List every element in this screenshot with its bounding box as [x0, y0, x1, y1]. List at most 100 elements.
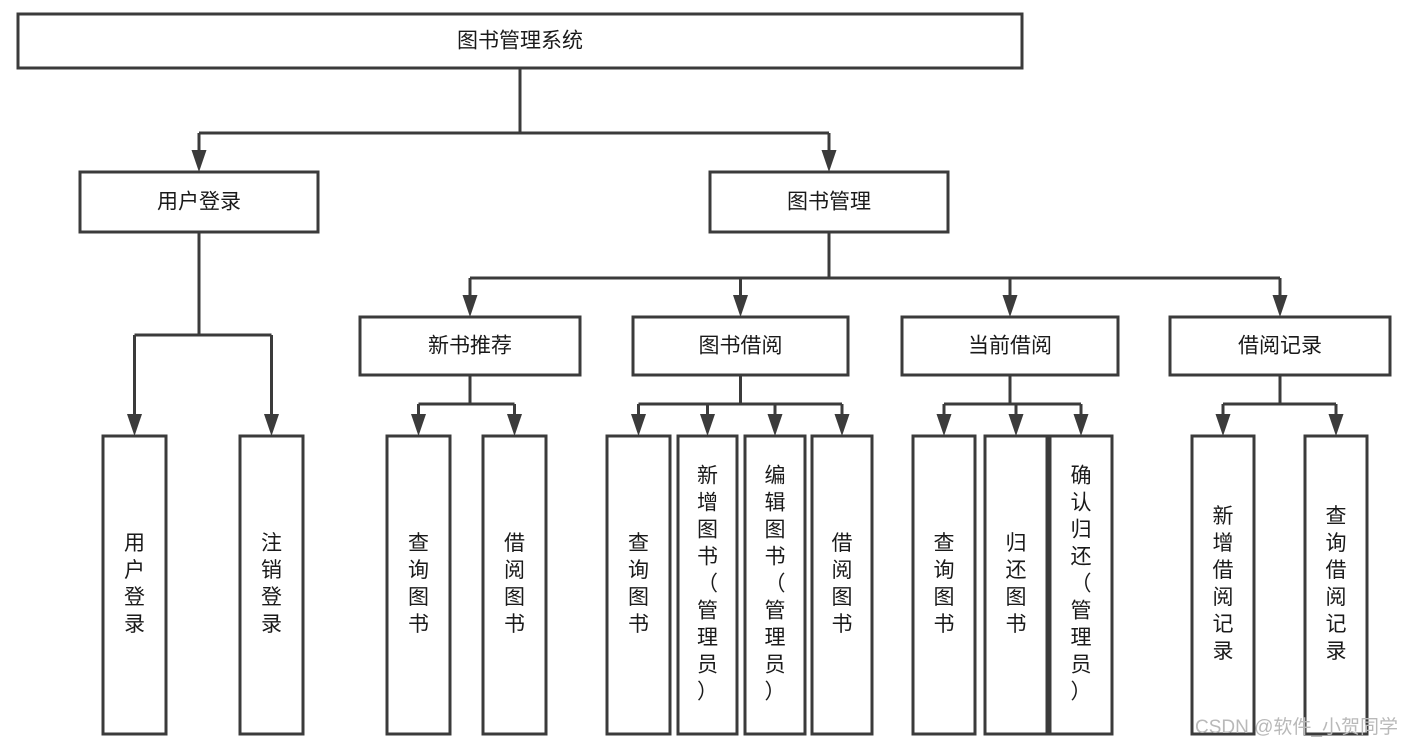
level2-node-user-login[interactable]: 用户登录: [78, 170, 320, 234]
leaf-node-leaf-user-login-label-char: 登: [124, 586, 145, 609]
leaf-node-leaf-query-book-cur-label-char: 查: [934, 532, 955, 555]
level3-node-current-borrow[interactable]: 当前借阅: [900, 315, 1120, 377]
leaf-node-leaf-logout-label-char: 销: [261, 559, 282, 582]
leaf-node-leaf-query-book-label-char: 查: [628, 532, 649, 555]
level3-node-book-borrow-box[interactable]: [631, 315, 850, 377]
leaf-node-leaf-logout-box[interactable]: [238, 434, 305, 736]
edge-book-manage-branch-3-arrowhead: [1272, 295, 1288, 317]
leaf-node-leaf-add-book-label-char: 书: [697, 546, 718, 569]
leaf-node-leaf-query-book-rec-label-char: 询: [408, 559, 429, 582]
leaf-node-leaf-edit-book-label-char: 理: [765, 627, 786, 650]
leaf-node-leaf-edit-book-label-char: 编: [765, 465, 786, 488]
root-node-book-management-system-label: 图书管理系统: [457, 30, 583, 53]
leaf-node-leaf-user-login-box[interactable]: [101, 434, 168, 736]
leaf-node-leaf-query-book-cur-label-char: 书: [934, 613, 955, 636]
edge-root-branch-1-arrowhead: [821, 150, 837, 172]
edge-book-borrow-branch-0-arrowhead: [631, 414, 646, 436]
leaf-node-leaf-user-login-label-char: 户: [124, 559, 145, 582]
leaf-node-leaf-query-book-rec-label-char: 图: [408, 586, 429, 609]
leaf-node-leaf-add-book-label-char: （: [697, 573, 718, 596]
leaf-node-leaf-add-book-label-char: 员: [697, 654, 718, 677]
level3-node-new-book-recommend-label: 新书推荐: [428, 335, 512, 358]
node-layer: 图书管理系统用户登录图书管理新书推荐图书借阅当前借阅借阅记录用户登录注销登录查询…: [16, 12, 1392, 736]
edge-book-manage-branch-2-arrowhead: [1002, 295, 1018, 317]
leaf-node-leaf-return-book-label-char: 归: [1006, 532, 1027, 555]
level2-node-user-login-box[interactable]: [78, 170, 320, 234]
leaf-node-leaf-borrow-book-rec-label-char: 阅: [504, 559, 525, 582]
edge-new-book-recommend-branch-0-arrowhead: [411, 414, 426, 436]
level3-node-borrow-record[interactable]: 借阅记录: [1168, 315, 1392, 377]
edge-layer: [127, 68, 1344, 436]
leaf-node-leaf-add-record-label-char: 记: [1213, 613, 1234, 636]
leaf-node-leaf-add-record-box[interactable]: [1190, 434, 1256, 736]
leaf-node-leaf-query-record-label-char: 借: [1326, 559, 1347, 582]
leaf-node-leaf-confirm-return-label-char: 确: [1071, 465, 1092, 488]
level2-node-user-login-label: 用户登录: [157, 191, 241, 214]
leaf-node-leaf-return-book-label-char: 图: [1006, 586, 1027, 609]
leaf-node-leaf-add-book-label-char: 增: [697, 492, 718, 515]
edge-borrow-record-branch-0-arrowhead: [1215, 414, 1231, 436]
level2-node-book-manage[interactable]: 图书管理: [708, 170, 950, 234]
leaf-node-leaf-edit-book-label-char: 图: [765, 519, 786, 542]
edge-current-borrow-branch-0-arrowhead: [936, 414, 952, 436]
level3-node-new-book-recommend-box[interactable]: [358, 315, 582, 377]
leaf-node-leaf-add-record-label-char: 录: [1213, 640, 1234, 663]
leaf-node-leaf-add-record-label-char: 阅: [1213, 586, 1234, 609]
leaf-node-leaf-return-book-box[interactable]: [983, 434, 1049, 736]
leaf-node-leaf-query-book-box[interactable]: [605, 434, 672, 736]
leaf-node-leaf-borrow-book-rec-label-char: 借: [504, 532, 525, 555]
leaf-node-leaf-edit-book-box[interactable]: [743, 434, 807, 736]
leaf-node-leaf-borrow-book-box[interactable]: [810, 434, 874, 736]
leaf-node-leaf-add-book-box[interactable]: [676, 434, 739, 736]
leaf-node-leaf-query-record-label-char: 记: [1326, 613, 1347, 636]
leaf-node-leaf-borrow-book-rec-box[interactable]: [481, 434, 548, 736]
leaf-node-leaf-borrow-book-label-char: 书: [832, 613, 853, 636]
edge-user-login-branch-1-arrowhead: [264, 414, 279, 436]
leaf-node-leaf-query-record-label-char: 询: [1326, 532, 1347, 555]
level3-node-book-borrow[interactable]: 图书借阅: [631, 315, 850, 377]
leaf-node-leaf-borrow-book-rec-label-char: 书: [504, 613, 525, 636]
level3-node-current-borrow-label: 当前借阅: [968, 335, 1052, 358]
leaf-node-leaf-query-book-label-char: 询: [628, 559, 649, 582]
root-node-book-management-system[interactable]: 图书管理系统: [16, 12, 1024, 70]
leaf-node-leaf-user-login-label-char: 录: [124, 613, 145, 636]
leaf-node-leaf-query-book-label-char: 图: [628, 586, 649, 609]
leaf-node-leaf-logout-label-char: 登: [261, 586, 282, 609]
level3-node-borrow-record-label: 借阅记录: [1238, 335, 1322, 358]
level3-node-borrow-record-box[interactable]: [1168, 315, 1392, 377]
leaf-node-leaf-confirm-return-label-char: 还: [1071, 546, 1092, 569]
leaf-node-leaf-add-book-label-char: 图: [697, 519, 718, 542]
leaf-node-leaf-user-login[interactable]: 用户登录: [101, 434, 168, 736]
edge-current-borrow-branch-2-arrowhead: [1073, 414, 1089, 436]
edge-book-manage-branch-0-arrowhead: [462, 295, 478, 317]
leaf-node-leaf-query-book-rec-box[interactable]: [385, 434, 452, 736]
edge-book-manage-branch-1-arrowhead: [733, 295, 748, 317]
leaf-node-leaf-add-book-label-char: 管: [697, 600, 718, 623]
leaf-node-leaf-query-record-box[interactable]: [1303, 434, 1369, 736]
edge-borrow-record-branch-1-arrowhead: [1328, 414, 1344, 436]
level2-node-book-manage-box[interactable]: [708, 170, 950, 234]
leaf-node-leaf-borrow-book-label-char: 图: [832, 586, 853, 609]
leaf-node-leaf-confirm-return-box[interactable]: [1048, 434, 1114, 736]
level3-node-new-book-recommend[interactable]: 新书推荐: [358, 315, 582, 377]
leaf-node-leaf-query-book-cur-box[interactable]: [911, 434, 977, 736]
level3-node-current-borrow-box[interactable]: [900, 315, 1120, 377]
root-node-book-management-system-box[interactable]: [16, 12, 1024, 70]
edge-new-book-recommend-branch-1-arrowhead: [507, 414, 522, 436]
leaf-node-leaf-edit-book-label-char: 书: [765, 546, 786, 569]
leaf-node-leaf-logout-label-char: 注: [261, 532, 282, 555]
leaf-node-leaf-query-book-cur-label-char: 询: [934, 559, 955, 582]
